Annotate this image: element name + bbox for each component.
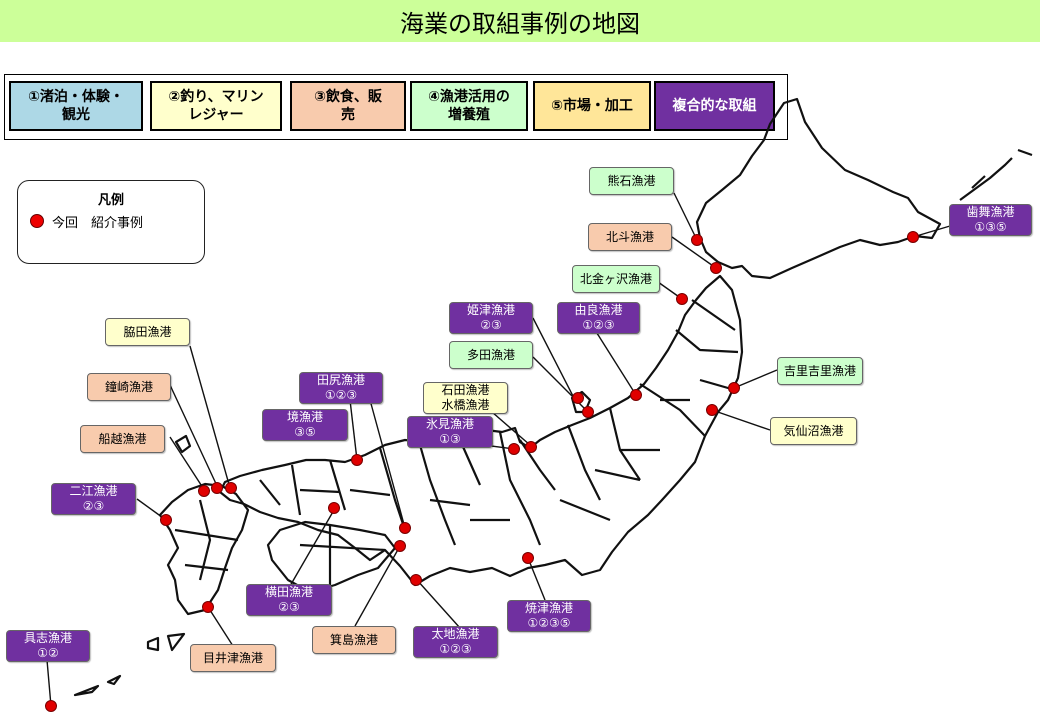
- port-label-ishida-mizuhashi: 石田漁港水橋漁港: [423, 382, 508, 414]
- marker-sakai: [351, 454, 363, 466]
- marker-yaizu: [522, 552, 534, 564]
- marker-himezu: [572, 392, 584, 404]
- port-label-wakita: 脇田漁港: [105, 318, 190, 346]
- port-label-kesennuma: 気仙沼漁港: [770, 417, 857, 445]
- kuril-islands: [959, 148, 1033, 201]
- port-label-kumaishi: 熊石漁港: [589, 167, 674, 195]
- red-dot-marker-icon: [30, 214, 44, 228]
- port-label-kirikiri: 吉里吉里漁港: [777, 357, 863, 385]
- port-label-hokuto: 北斗漁港: [588, 223, 672, 251]
- map-title: 海業の取組事例の地図: [400, 9, 640, 38]
- kyushu-lines: [174, 499, 239, 581]
- marker-kitakanegasawa: [676, 293, 688, 305]
- port-label-kanezaki: 鐘崎漁港: [87, 373, 171, 401]
- marker-funakoshi: [198, 485, 210, 497]
- marker-kumaishi: [691, 234, 703, 246]
- category-market-processing: ⑤市場・加工: [533, 81, 651, 131]
- marker-kesennuma: [706, 404, 718, 416]
- marker-tajiri: [399, 522, 411, 534]
- category-stay-tourism: ①渚泊・体験・観光: [9, 81, 143, 131]
- map-legend: 凡例 今回 紹介事例: [17, 180, 205, 264]
- oki-islands: [174, 434, 192, 454]
- marker-futae: [160, 514, 172, 526]
- map-title-bar: 海業の取組事例の地図: [0, 0, 1040, 42]
- port-label-meizu: 目井津漁港: [190, 644, 276, 672]
- port-label-minoshima: 箕島漁港: [312, 626, 396, 654]
- marker-tada: [582, 406, 594, 418]
- category-fishing-leisure: ②釣り、マリンレジャー: [150, 81, 282, 131]
- shikoku-outline: [266, 520, 397, 594]
- port-label-funakoshi: 船越漁港: [80, 425, 165, 453]
- marker-wakita: [225, 482, 237, 494]
- map-legend-title: 凡例: [97, 193, 124, 208]
- shikoku-lines: [299, 525, 386, 585]
- marker-kanezaki: [211, 482, 223, 494]
- marker-himi: [508, 443, 520, 455]
- category-aquaculture: ④漁港活用の増養殖: [410, 81, 528, 131]
- marker-ishida: [525, 441, 537, 453]
- marker-taiji: [410, 574, 422, 586]
- category-food-sales: ③飲食、販売: [290, 81, 406, 131]
- kyushu-outline: [158, 482, 250, 616]
- marker-yokota: [328, 502, 340, 514]
- marker-meizu: [202, 601, 214, 613]
- marker-gushi: [45, 700, 57, 712]
- marker-kirikiri: [728, 382, 740, 394]
- leader-lines: [46, 192, 951, 707]
- marker-minoshima: [394, 540, 406, 552]
- hokkaido-outline: [695, 97, 942, 280]
- southern-islands: [73, 632, 186, 697]
- map-legend-item: 今回 紹介事例: [52, 216, 144, 231]
- marker-hokuto: [710, 262, 722, 274]
- marker-yura: [630, 389, 642, 401]
- prefecture-lines: [259, 299, 739, 546]
- port-label-kitakanegasawa: 北金ヶ沢漁港: [572, 265, 660, 293]
- category-combined: 複合的な取組: [654, 81, 775, 131]
- port-label-tada: 多田漁港: [449, 341, 533, 369]
- marker-habomai: [907, 231, 919, 243]
